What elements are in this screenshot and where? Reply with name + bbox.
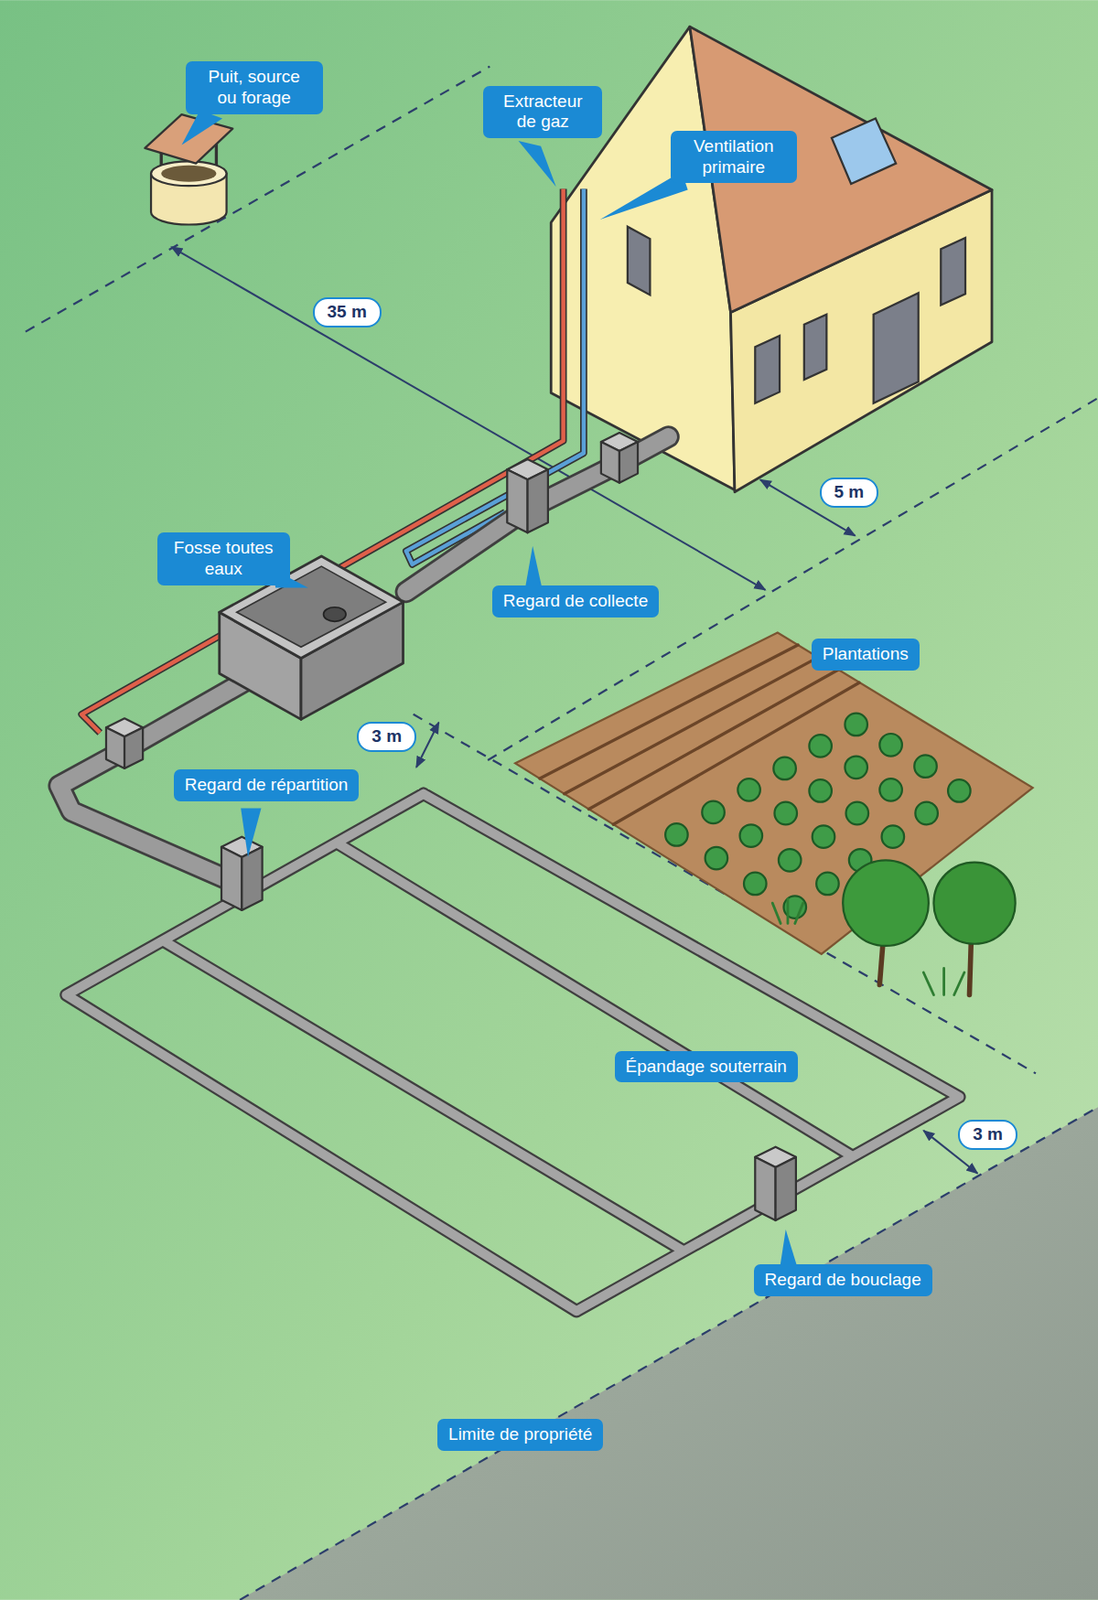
plant <box>737 778 761 802</box>
callout-tail <box>518 140 557 187</box>
plant <box>879 778 903 802</box>
callout-box: Épandage souterrain <box>614 1051 798 1084</box>
well-rim <box>150 161 227 186</box>
callout-text: Plantations <box>822 644 909 666</box>
callout-box: Limite de propriété <box>437 1419 603 1452</box>
plant <box>844 713 868 737</box>
plant <box>701 801 725 825</box>
well-hole <box>161 165 216 183</box>
plant <box>914 754 937 778</box>
plant <box>915 802 938 826</box>
callout-text: Extracteur de gaz <box>494 91 592 134</box>
plant <box>773 757 797 781</box>
plant <box>665 823 689 847</box>
callout-text: Limite de propriété <box>448 1424 593 1446</box>
plant <box>846 802 870 826</box>
grass <box>772 899 803 925</box>
tree <box>842 860 929 947</box>
plant <box>774 802 797 826</box>
callout-box: Puit, source ou forage <box>185 61 323 115</box>
callout-tail <box>182 110 224 146</box>
tank-tee <box>323 607 347 623</box>
plant <box>879 733 903 757</box>
dimension-line <box>416 722 440 768</box>
manhole <box>506 459 549 533</box>
callout-text: Fosse toutes eaux <box>168 538 280 581</box>
plant <box>816 872 840 896</box>
callout-tail <box>240 807 261 858</box>
manhole <box>754 1147 797 1221</box>
callout-box: Regard de répartition <box>173 769 360 802</box>
callout-box: Ventilation primaire <box>670 130 797 184</box>
callout-box: Regard de collecte <box>492 585 659 618</box>
callout-box: Regard de bouclage <box>753 1264 933 1297</box>
dimension-label: 3 m <box>958 1119 1018 1151</box>
plant <box>743 872 767 896</box>
grass <box>923 968 965 996</box>
gas-extractor-pipe <box>81 188 563 732</box>
ventilation-pipe <box>406 188 584 564</box>
furrow <box>588 669 839 810</box>
furrow <box>613 682 860 825</box>
plant <box>882 825 905 849</box>
spreading-pipe <box>65 794 959 1312</box>
plant <box>808 779 832 803</box>
window <box>754 335 780 404</box>
gas-extractor-pipe <box>81 188 563 732</box>
callout-text: Regard de collecte <box>503 591 648 613</box>
plant <box>705 847 729 871</box>
furrow <box>539 645 798 779</box>
tree <box>933 862 1015 945</box>
callout-text: Épandage souterrain <box>625 1056 787 1078</box>
furrow <box>564 656 819 794</box>
plant <box>812 825 836 849</box>
plant <box>808 734 832 758</box>
spreading-pipe <box>65 794 959 1312</box>
plant <box>947 779 971 803</box>
callout-box: Extracteur de gaz <box>483 86 603 140</box>
plant <box>778 849 802 872</box>
dimension-label: 5 m <box>819 477 880 508</box>
window <box>627 226 651 296</box>
skylight <box>831 118 896 184</box>
callout-text: Ventilation primaire <box>681 136 786 179</box>
plant <box>844 756 868 780</box>
callout-text: Regard de bouclage <box>764 1270 922 1292</box>
door <box>873 292 919 403</box>
plant <box>740 824 764 848</box>
distance-line <box>25 66 490 333</box>
dimension-label: 3 m <box>356 721 417 753</box>
dimension-label: 35 m <box>312 297 382 328</box>
ventilation-pipe <box>406 188 584 564</box>
manhole <box>106 718 143 769</box>
callout-tail <box>779 1229 798 1270</box>
window <box>804 314 828 380</box>
callout-text: Regard de répartition <box>184 775 349 797</box>
callout-box: Fosse toutes eaux <box>157 532 291 586</box>
manhole <box>601 432 638 484</box>
window <box>940 237 966 306</box>
callout-text: Puit, source ou forage <box>196 66 313 109</box>
field <box>515 633 1033 955</box>
manhole <box>221 837 263 911</box>
callout-box: Plantations <box>811 638 920 671</box>
